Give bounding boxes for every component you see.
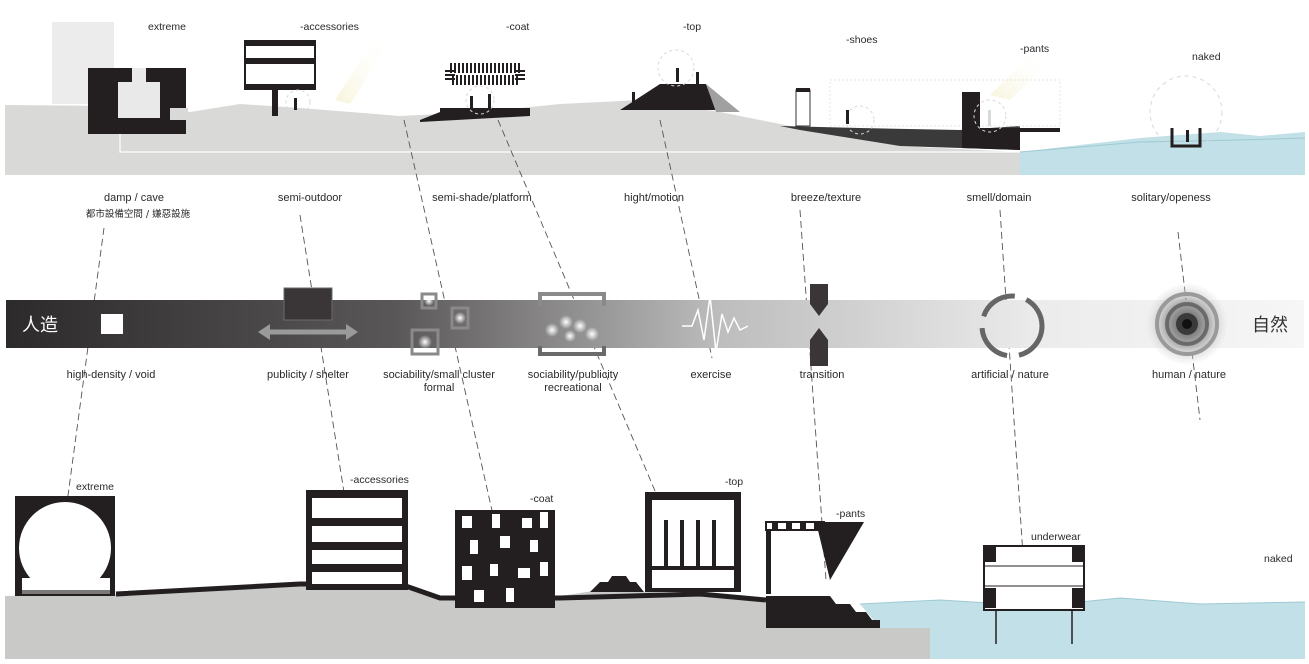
bottom-tag-coat: -coat — [530, 493, 553, 505]
ground-section-line — [115, 581, 767, 603]
underground-pipe — [119, 130, 1020, 153]
transition-icon — [810, 284, 828, 366]
connector-line — [999, 209, 1027, 601]
top-stepped-mound — [620, 49, 740, 112]
naked-bath — [1149, 75, 1223, 149]
use-label: sociability/small cluster — [383, 369, 495, 381]
use-labels: high-density / void publicity / shelter … — [67, 369, 1226, 394]
nature-label: 自然 — [1252, 315, 1288, 336]
top-water — [1020, 132, 1305, 175]
gradient-band — [6, 300, 1304, 348]
quality-label: breeze/texture — [791, 192, 861, 204]
use-label: artificial / nature — [971, 369, 1049, 381]
square-icon — [101, 314, 123, 334]
bottom-tag-underwear: underwear — [1031, 531, 1081, 543]
connector-line — [61, 227, 105, 541]
connector-line — [799, 209, 827, 581]
use-label: sociability/publicity — [528, 369, 619, 381]
quality-label: hight/motion — [624, 192, 684, 204]
top-tag-naked: naked — [1192, 51, 1221, 63]
ring-icon — [979, 293, 1045, 359]
use-label: publicity / shelter — [267, 369, 349, 381]
top-tag-top: -top — [683, 21, 701, 33]
bottom-tag-naked: naked — [1264, 553, 1293, 565]
extreme-dome-building — [15, 496, 115, 596]
use-label: high-density / void — [67, 369, 156, 381]
water-line — [1019, 137, 1306, 153]
spectrum-band: 人造 自然 — [6, 284, 1304, 366]
cluster-icon — [410, 292, 470, 356]
quality-label: damp / cave — [104, 192, 164, 204]
bottom-tag-accessories: -accessories — [350, 474, 409, 486]
top-tag-shoes: -shoes — [846, 34, 878, 46]
pants-deck — [962, 92, 1060, 150]
wave-icon — [682, 295, 749, 353]
stepped-mound — [590, 576, 644, 592]
coat-platform — [420, 63, 530, 122]
quality-label: solitary/openess — [1131, 192, 1211, 204]
use-label: transition — [800, 369, 845, 381]
pants-structure — [765, 521, 880, 628]
bottom-tag-pants: -pants — [836, 508, 865, 520]
bottom-tag-top: -top — [725, 476, 743, 488]
quality-label: semi-shade/platform — [432, 192, 532, 204]
top-ground — [5, 100, 1020, 175]
artificial-label: 人造 — [22, 315, 58, 336]
bottom-tag-extreme: extreme — [76, 481, 114, 493]
top-tag-pants: -pants — [1020, 43, 1049, 55]
extreme-cave-block — [88, 68, 188, 134]
top-section: extreme -accessories -coat -top -shoes -… — [5, 21, 1306, 175]
top-tag-extreme: extreme — [148, 21, 186, 33]
concentric-icon — [1147, 284, 1227, 364]
quality-labels: damp / cave 都市設備空間 / 嫌惡設施 semi-outdoor s… — [86, 192, 1211, 220]
bottom-section: extreme -accessories -coat -top -pants u… — [5, 474, 1306, 659]
accessories-building — [306, 490, 408, 590]
bottom-water — [860, 598, 1305, 659]
shoes-texture-slope — [780, 79, 1061, 150]
recreation-icon — [538, 292, 606, 356]
quality-label: semi-outdoor — [278, 192, 343, 204]
top-tag-accessories: -accessories — [300, 21, 359, 33]
light-beam — [990, 55, 1050, 100]
top-building — [645, 492, 741, 592]
bottom-ground — [5, 584, 930, 659]
accessories-canopy — [244, 40, 316, 116]
connector-line — [299, 214, 351, 531]
quality-label: smell/domain — [967, 192, 1032, 204]
underwear-building — [983, 545, 1085, 644]
top-tag-coat: -coat — [506, 21, 529, 33]
use-label: exercise — [691, 369, 732, 381]
shelter-arrow-icon — [258, 287, 358, 340]
light-beam — [335, 38, 390, 104]
use-sublabel: recreational — [544, 382, 601, 394]
quality-sublabel: 都市設備空間 / 嫌惡設施 — [86, 208, 191, 220]
use-sublabel: formal — [424, 382, 455, 394]
use-label: human / nature — [1152, 369, 1226, 381]
coat-building — [455, 510, 555, 608]
